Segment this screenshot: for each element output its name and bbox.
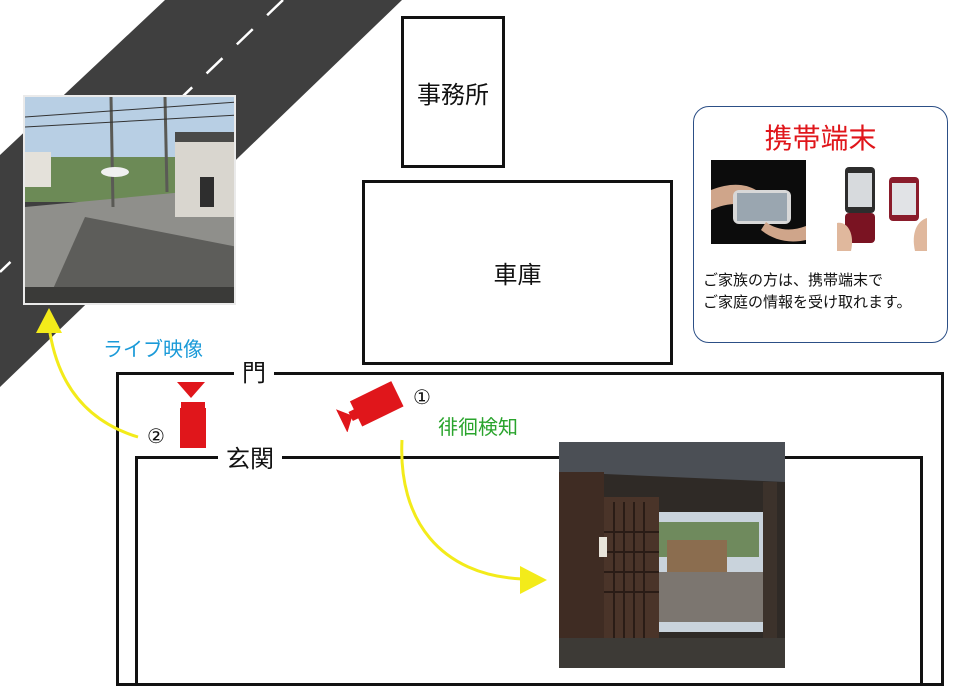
outer-wall xyxy=(116,372,944,686)
camera-2-icon xyxy=(177,382,206,448)
live-arrow xyxy=(48,332,139,439)
camera-1-number: ① xyxy=(413,385,431,409)
camera-1-caption: 徘徊検知 xyxy=(438,415,518,439)
smartphone-hand-image xyxy=(711,160,806,244)
office-building: 事務所 xyxy=(401,16,505,168)
flip-phones-image xyxy=(837,163,927,251)
garage-building: 車庫 xyxy=(362,180,673,365)
house-wall xyxy=(135,456,923,686)
office-label: 事務所 xyxy=(417,80,489,109)
entrance-label: 玄関 xyxy=(218,445,282,473)
info-line-2: ご家庭の情報を受け取れます。 xyxy=(703,293,912,311)
info-title: 携帯端末 xyxy=(764,122,877,155)
detect-arrowhead xyxy=(520,566,547,594)
camera-2-caption: ライブ映像 xyxy=(103,337,203,361)
gate-label: 門 xyxy=(234,359,274,387)
detection-photo xyxy=(559,442,785,668)
detect-arrow xyxy=(400,439,523,581)
camera-1-icon xyxy=(335,381,404,432)
live-feed-photo xyxy=(23,95,236,305)
garage-label: 車庫 xyxy=(493,261,542,289)
camera-2-number: ② xyxy=(147,424,165,448)
mobile-info-box: 携帯端末 ご家族の方は、携帯端末で ご家庭の情報を受け取れます。 xyxy=(693,106,948,343)
live-arrowhead xyxy=(36,308,62,333)
info-line-1: ご家族の方は、携帯端末で xyxy=(703,271,884,289)
